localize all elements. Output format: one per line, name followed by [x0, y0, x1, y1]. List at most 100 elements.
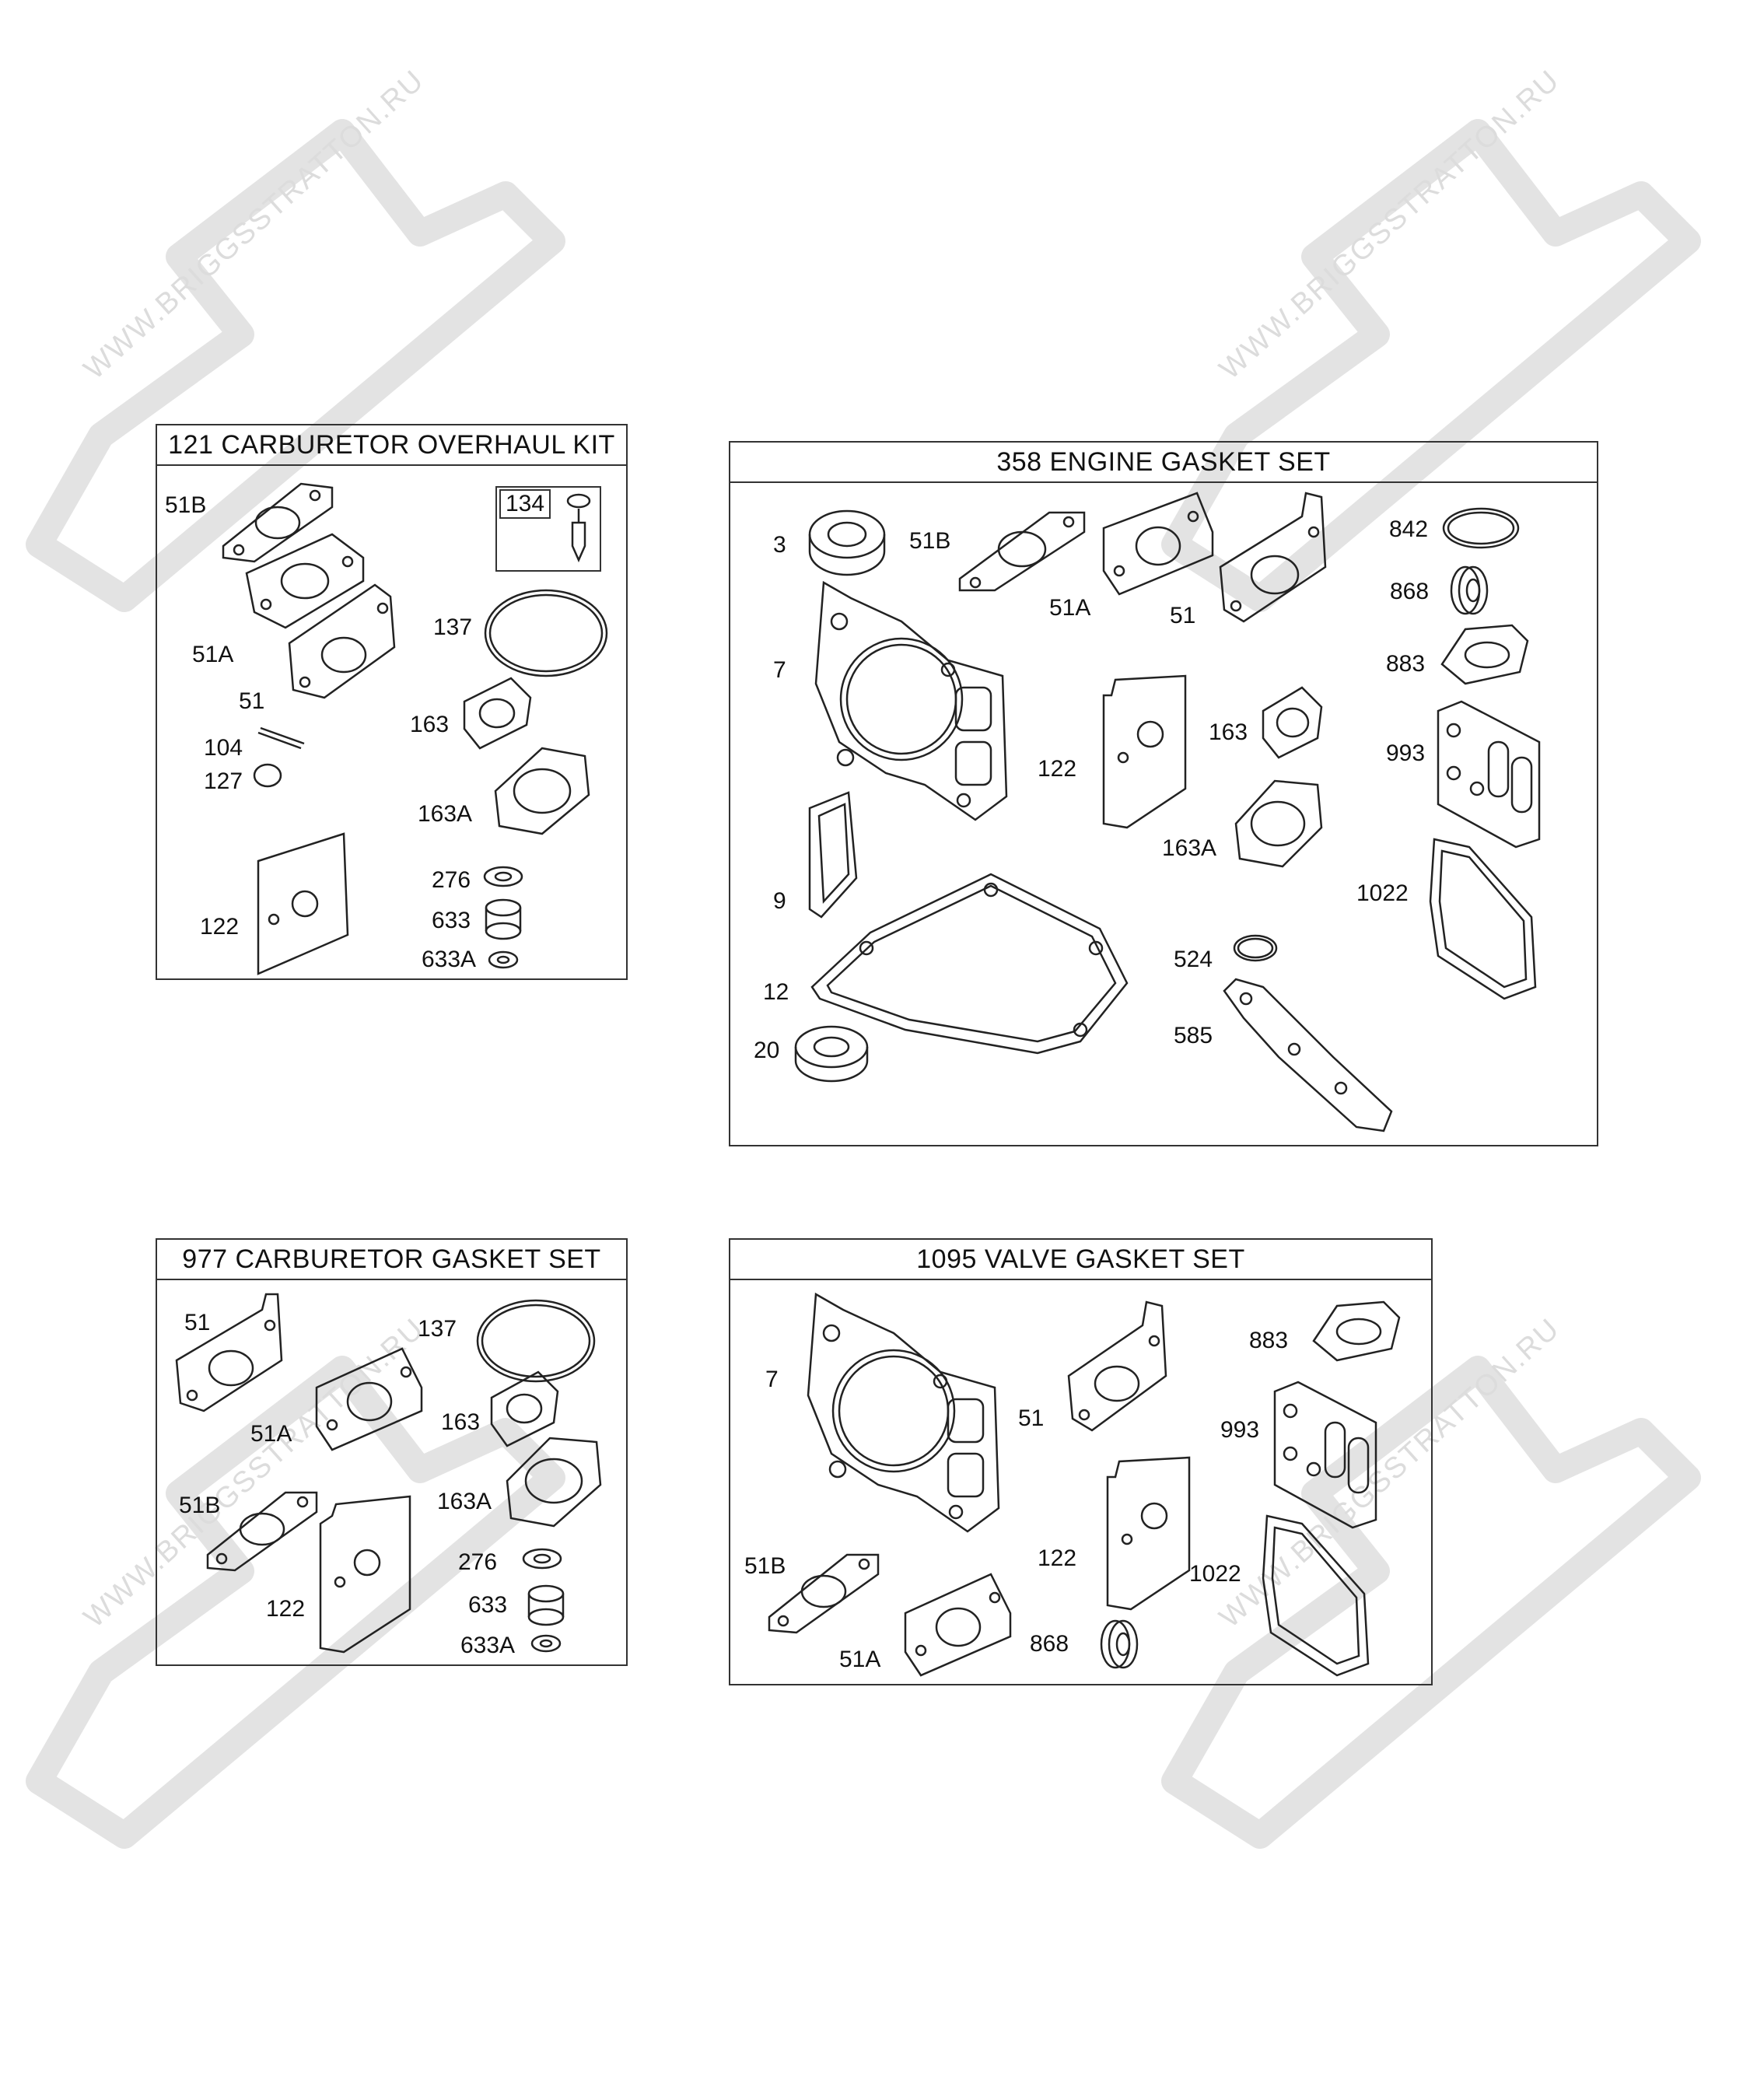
part-label: 868: [1030, 1631, 1069, 1657]
gasket-51b-icon: [206, 1491, 318, 1572]
part-label: 122: [1038, 756, 1077, 782]
kit-358-engine-gasket: 358 ENGINE GASKET SET 3 51B 842 51A 51 8…: [729, 441, 1598, 1146]
cover-gasket-993-icon: [1273, 1381, 1377, 1529]
part-label: 276: [432, 867, 471, 893]
part-label: 163: [1209, 719, 1248, 745]
part-label: 163: [441, 1409, 481, 1435]
part-label: 993: [1386, 740, 1426, 766]
watermark-text: WWW.BRIGGSSTRATTON.RU: [1213, 63, 1566, 387]
gasket-51a-icon: [904, 1573, 1012, 1677]
gasket-585-icon: [1223, 978, 1393, 1132]
part-label: 163A: [1162, 835, 1217, 861]
part-label: 134: [499, 489, 551, 519]
seal-20-icon: [794, 1025, 869, 1083]
part-label: 12: [763, 979, 789, 1005]
part-label: 524: [1174, 947, 1213, 972]
part-label: 51B: [909, 528, 951, 554]
gasket-51-icon: [288, 583, 396, 699]
pin-104-icon: [257, 726, 305, 750]
part-label: 868: [1390, 579, 1430, 604]
part-label: 51B: [165, 492, 207, 518]
part-label: 633: [432, 908, 471, 933]
seal-868-icon: [1450, 565, 1489, 615]
seal-868-icon: [1100, 1619, 1139, 1669]
part-label: 20: [754, 1038, 780, 1063]
part-label: 633A: [422, 947, 477, 972]
washer-276-icon: [522, 1548, 562, 1570]
subkit-134-box: [495, 486, 601, 572]
part-label: 993: [1220, 1417, 1260, 1443]
part-label: 122: [1038, 1545, 1077, 1571]
part-label: 633A: [460, 1633, 516, 1658]
gasket-163a-icon: [1234, 779, 1323, 868]
seal-3-icon: [808, 509, 886, 576]
part-label: 163: [410, 712, 450, 737]
part-label: 633: [468, 1592, 508, 1618]
gasket-51a-icon: [1102, 492, 1214, 596]
part-label: 51: [239, 688, 265, 714]
gasket-9-icon: [808, 791, 858, 919]
spacer-122-icon: [1106, 1456, 1191, 1611]
gasket-883-icon: [1312, 1300, 1401, 1362]
part-label: 7: [773, 657, 786, 683]
gasket-51b-icon: [222, 482, 334, 563]
gasket-163-icon: [1262, 686, 1323, 759]
gasket-51-icon: [1219, 492, 1327, 623]
bushing-633-icon: [485, 898, 522, 940]
part-label: 51A: [192, 642, 234, 667]
gasket-163-icon: [463, 677, 532, 750]
kit-title: 1095 VALVE GASKET SET: [730, 1240, 1431, 1280]
washer-276-icon: [483, 866, 523, 887]
part-label: 1022: [1356, 880, 1409, 906]
part-label: 51B: [744, 1553, 786, 1579]
kit-title: 121 CARBURETOR OVERHAUL KIT: [157, 425, 626, 466]
part-label: 51: [1170, 603, 1196, 628]
kit-title: 358 ENGINE GASKET SET: [730, 443, 1597, 483]
part-label: 137: [418, 1316, 457, 1342]
spacer-122-icon: [319, 1495, 411, 1654]
part-label: 3: [773, 532, 786, 558]
part-label: 51A: [839, 1647, 881, 1672]
part-label: 127: [204, 768, 243, 794]
cover-gasket-1022-icon: [1262, 1514, 1370, 1677]
kit-121-carburetor-overhaul: 121 CARBURETOR OVERHAUL KIT 51B 134 137 …: [156, 424, 628, 980]
part-label: 9: [773, 888, 786, 914]
gasket-137-ring-icon: [484, 589, 608, 677]
plug-127-icon: [253, 763, 282, 788]
part-label: 842: [1389, 516, 1429, 542]
part-label: 585: [1174, 1023, 1213, 1048]
part-label: 51A: [250, 1421, 292, 1447]
part-label: 1022: [1189, 1561, 1241, 1587]
cover-gasket-993-icon: [1437, 700, 1541, 849]
part-label: 104: [204, 735, 243, 761]
part-label: 122: [266, 1596, 306, 1622]
washer-633a-icon: [488, 950, 519, 969]
part-label: 51: [184, 1310, 211, 1335]
part-label: 163A: [418, 801, 473, 827]
cover-gasket-1022-icon: [1429, 838, 1537, 1000]
spacer-122-icon: [257, 832, 349, 975]
washer-633a-icon: [530, 1634, 562, 1653]
gasket-883-icon: [1440, 624, 1529, 685]
head-gasket-7-icon: [807, 1292, 1000, 1533]
bushing-633-icon: [527, 1584, 565, 1626]
part-label: 7: [765, 1367, 779, 1392]
ring-842-icon: [1442, 507, 1520, 549]
ring-137-icon: [476, 1299, 596, 1383]
part-label: 122: [200, 914, 240, 940]
gasket-51a-icon: [245, 533, 365, 629]
gasket-51-icon: [1067, 1300, 1167, 1432]
gasket-51a-icon: [315, 1347, 423, 1451]
part-label: 137: [433, 614, 473, 640]
gasket-163-icon: [490, 1370, 559, 1447]
ring-524-icon: [1233, 934, 1278, 962]
spacer-122-icon: [1102, 674, 1187, 829]
part-label: 51A: [1049, 595, 1091, 621]
gasket-163a-icon: [494, 747, 590, 835]
part-label: 883: [1386, 651, 1426, 677]
part-label: 883: [1249, 1328, 1289, 1353]
head-gasket-7-icon: [814, 580, 1008, 821]
part-label: 51: [1018, 1405, 1045, 1431]
gasket-51b-icon: [768, 1553, 880, 1634]
gasket-51-icon: [175, 1293, 283, 1412]
